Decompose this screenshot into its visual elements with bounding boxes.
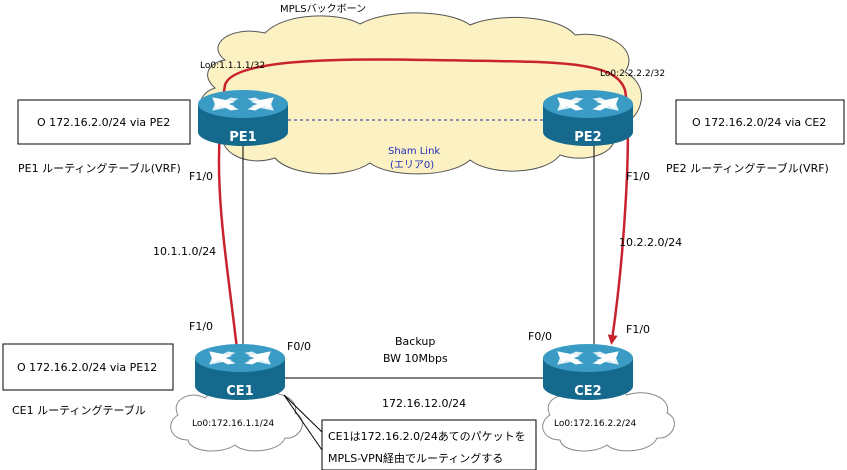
ce1-loopback-label: Lo0:172.16.1.1/24 [192,419,275,429]
pe2-loopback-label: Lo0:2.2.2.2/32 [600,69,665,79]
network-bottom-label: 172.16.12.0/24 [382,397,466,410]
router-pe2[interactable]: PE2 [542,89,634,147]
ce1-routing-caption: CE1 ルーティングテーブル [12,403,146,417]
pe2-routing-caption: PE2 ルーティングテーブル(VRF) [666,161,829,175]
pe2-routing-box [675,99,845,145]
pe2-f10-label: F1/0 [626,170,650,183]
diagram-title: MPLSバックボーン [280,3,366,15]
backup-bw-label: BW 10Mbps [383,352,448,365]
pe1-routing-caption: PE1 ルーティングテーブル(VRF) [18,161,181,175]
pe2-routing-entry: O 172.16.2.0/24 via CE2 [692,116,826,129]
note-callout-line-1 [283,394,323,433]
network-right-label: 10.2.2.0/24 [619,236,682,249]
ce2-f10-label: F1/0 [626,323,650,336]
ce1-routing-entry: O 172.16.2.0/24 via PE12 [17,361,157,374]
pe1-loopback-label: Lo0:1.1.1.1/32 [200,61,265,71]
routing-path-arrow [217,58,629,359]
router-ce2-label: CE2 [574,384,601,399]
router-ce1-label: CE1 [226,384,253,399]
router-pe2-label: PE2 [574,130,601,145]
sham-link-label: Sham Link [388,146,440,157]
backup-label: Backup [395,335,435,348]
network-left-label: 10.1.1.0/24 [153,245,216,258]
ce1-f00-label: F0/0 [287,340,311,353]
ce2-f00-label: F0/0 [528,330,552,343]
mpls-backbone-cloud [199,12,642,175]
note-callout-line-2 [283,394,323,451]
router-ce1[interactable]: CE1 [194,343,286,401]
note-line-1: CE1は172.16.2.0/24あてのパケットを [328,430,526,443]
ce1-f10-label: F1/0 [189,320,213,333]
sham-link-area-label: (エリア0) [390,160,434,171]
router-ce2[interactable]: CE2 [542,343,634,401]
router-pe1-label: PE1 [229,130,256,145]
note-box [321,419,537,470]
ce2-loopback-label: Lo0:172.16.2.2/24 [554,419,637,429]
pe1-routing-box [17,99,191,145]
pe1-routing-entry: O 172.16.2.0/24 via PE2 [37,116,170,129]
pe1-f10-label: F1/0 [189,170,213,183]
router-pe1[interactable]: PE1 [197,89,289,147]
ce1-routing-box [2,343,174,391]
note-line-2: MPLS-VPN経由でルーティングする [328,451,503,465]
